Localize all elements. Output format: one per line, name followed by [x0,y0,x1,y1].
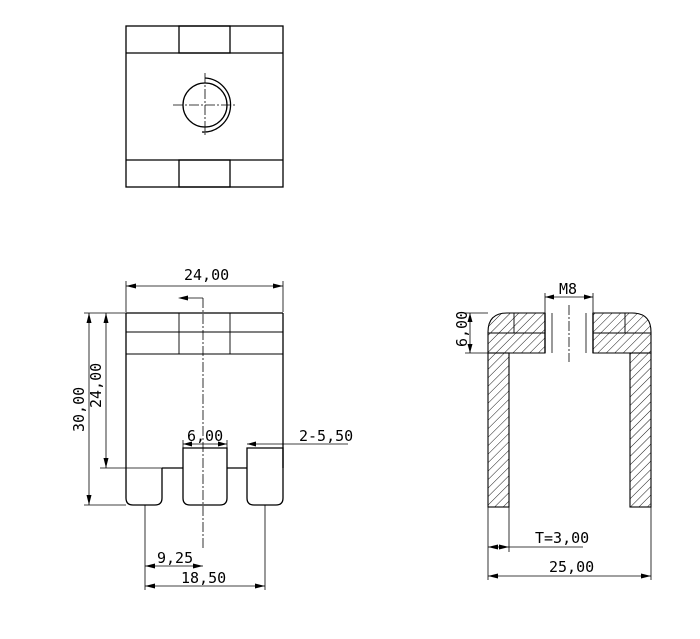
dim-slot-width: 6,00 [187,427,223,445]
threaded-hole [173,73,237,137]
bottom-tab [178,159,231,188]
front-view [125,298,284,548]
dim-overall-height: 30,00 [70,387,88,432]
wall-left-section [487,352,510,508]
dim-wall-thickness: T=3,00 [535,529,589,547]
top-tab [178,25,231,54]
leg-left [125,468,163,506]
top-view-outline [125,25,284,188]
front-dimensions: 24,00 30,00 24,00 6,00 2-5,50 9,25 [70,266,353,590]
dim-thread: M8 [559,280,577,298]
leg-center [182,447,228,506]
dim-pitch-large: 18,50 [181,569,226,587]
dim-plate-thickness: 6,00 [453,311,471,347]
dim-side-width: 25,00 [549,558,594,576]
leg-right [246,447,284,506]
section-dimensions: M8 6,00 T=3,00 25,00 [453,280,652,580]
dim-body-height: 24,00 [87,363,105,408]
wall-right-section [629,352,652,508]
dim-slot-spec: 2-5,50 [299,427,353,445]
front-tab [178,312,231,355]
dim-pitch-small: 9,25 [157,549,193,567]
section-thread [544,305,594,362]
section-view [487,305,652,508]
top-view [125,25,284,188]
dim-front-width: 24,00 [184,266,229,284]
